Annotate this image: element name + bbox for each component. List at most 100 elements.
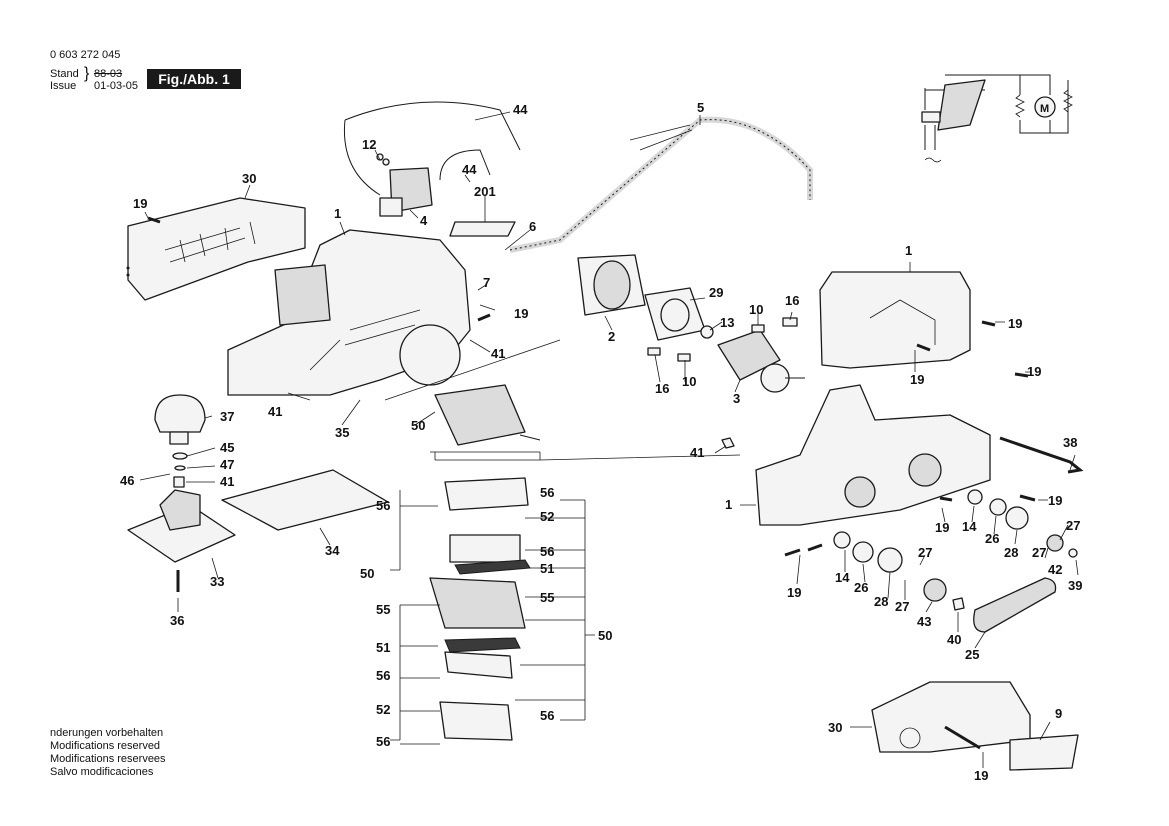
note-es: Salvo modificaciones [50,766,154,778]
callout-42: 42 [1048,562,1062,577]
housing-right-body [755,384,991,526]
callout-27-a: 27 [1066,518,1080,533]
wire-44-upper [343,101,521,196]
callout-numbers: 44 5 12 44 201 30 19 1 4 6 7 19 41 29 10… [120,100,1082,783]
callout-14-b: 14 [835,570,850,585]
callout-19-c: 19 [1008,316,1022,331]
callout-19-g: 19 [935,520,949,535]
chip-ejector-port [399,324,461,386]
issue-label: Issue [50,80,77,92]
callout-41-a: 41 [491,346,505,361]
callout-7: 7 [483,275,490,290]
terminal-block [921,111,941,123]
callout-33: 33 [210,574,224,589]
callout-56-a: 56 [376,498,390,513]
stand-value: 88-03 [94,68,123,80]
callout-38: 38 [1063,435,1077,450]
callout-201: 201 [474,184,496,199]
cable-wires [629,124,693,151]
washer-26-upper [989,498,1007,516]
callout-19-f: 19 [1048,493,1062,508]
wire-44-lower [439,149,491,181]
bearing-13 [700,325,714,339]
footer-notes: nderungen vorbehalten Modifications rese… [50,727,166,779]
cutter-drum [434,384,526,446]
callout-41-c: 41 [220,474,234,489]
callout-40: 40 [947,632,961,647]
callout-27-d: 27 [895,599,909,614]
callout-36: 36 [170,613,184,628]
callout-13: 13 [720,315,734,330]
callout-1-right-bottom: 1 [725,497,732,512]
guard-plate [221,469,389,531]
callout-30-bottom: 30 [828,720,842,735]
brush-10-lower [677,353,691,362]
callout-1-right-top: 1 [905,243,912,258]
belt-cover [871,681,1031,753]
callout-51-b: 51 [376,640,390,655]
callout-19-h: 19 [787,585,801,600]
callout-35: 35 [335,425,349,440]
callout-56-e: 56 [540,708,554,723]
pulley-43 [923,578,947,602]
callout-16-b: 16 [655,381,669,396]
note-en: Modifications reserved [50,740,161,752]
key-40 [952,597,965,611]
note-de: nderungen vorbehalten [50,727,164,739]
callout-5: 5 [697,100,704,115]
callout-56-c: 56 [540,544,554,559]
callout-10-a: 10 [749,302,763,317]
callout-6: 6 [529,219,536,234]
motor-letter: M [1040,103,1049,115]
callout-1-left: 1 [334,206,341,221]
callout-25: 25 [965,647,979,662]
callout-16-a: 16 [785,293,799,308]
callout-34: 34 [325,543,340,558]
brace-glyph: } [84,65,90,82]
callout-45: 45 [220,440,234,455]
callout-52-a: 52 [540,509,554,524]
callout-56-d: 56 [376,668,390,683]
callout-37: 37 [220,409,234,424]
drum-55 [429,577,526,629]
nut-39 [1068,548,1078,558]
nut-41 [173,476,185,488]
figure-label: Fig./Abb. 1 [147,69,241,89]
callout-3: 3 [733,391,740,406]
side-cover-upper [127,197,306,301]
power-cable-outline [509,119,811,251]
callout-30-top: 30 [242,171,256,186]
callout-19-d: 19 [910,372,924,387]
callout-28-a: 28 [1004,545,1018,560]
issue-value: 01-03-05 [94,80,139,92]
callout-56-f: 56 [376,734,390,749]
leader-lines [139,111,1079,768]
bearing-14-lower [833,531,851,549]
brush-holder-16-lower [647,347,661,356]
drive-belt [973,577,1057,633]
housing-right-cover [819,271,971,369]
callout-43: 43 [917,614,931,629]
callout-41-b: 41 [268,404,282,419]
washer-45 [172,452,188,460]
callout-39: 39 [1068,578,1082,593]
callout-9: 9 [1055,706,1062,721]
brush-10-upper [751,324,765,333]
callout-14-a: 14 [962,519,977,534]
document-number: 0 603 272 045 [50,49,121,61]
callout-4: 4 [420,213,428,228]
nut-41-right [721,437,735,449]
callout-50-top: 50 [411,418,425,433]
callout-50-right: 50 [598,628,612,643]
callout-56-b: 56 [540,485,554,500]
switch-bracket [379,197,403,217]
clamp-52-bottom [444,651,513,679]
callout-46: 46 [120,473,134,488]
callout-19-e: 19 [1027,364,1041,379]
callout-19-b: 19 [514,306,528,321]
callout-12: 12 [362,137,376,152]
housing-handle-cavity [274,264,331,326]
callout-10-b: 10 [682,374,696,389]
